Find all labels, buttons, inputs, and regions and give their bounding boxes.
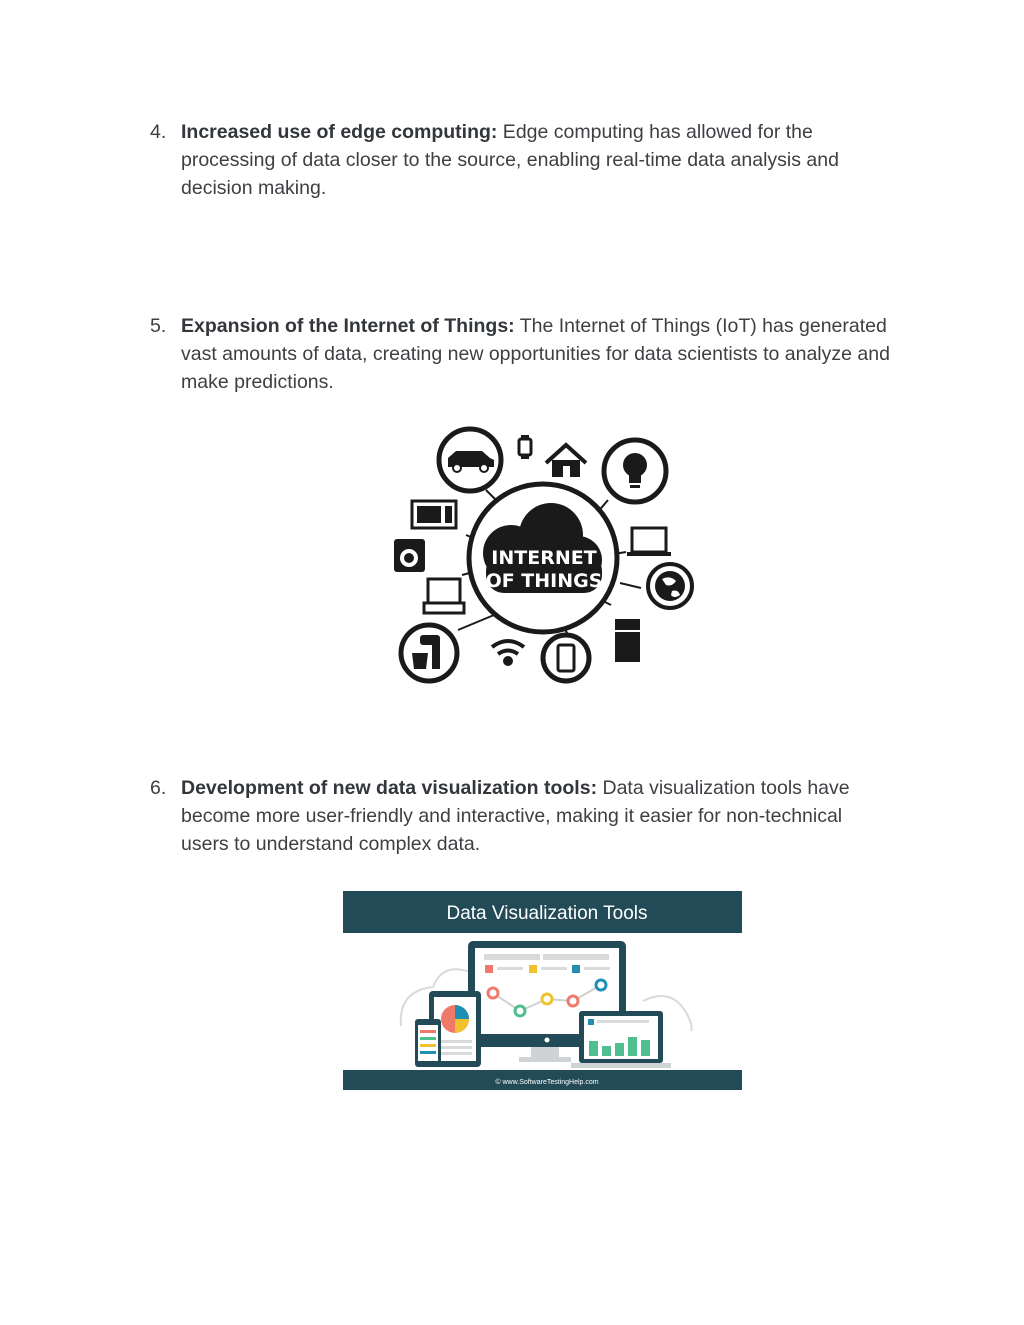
illustration-credit: © www.SoftwareTestingHelp.com	[495, 1078, 598, 1086]
car-icon	[436, 426, 504, 494]
laptop-icon	[627, 526, 671, 556]
illustration-title: Data Visualization Tools	[446, 903, 647, 924]
iot-illustration: INTERNET OF THINGS	[394, 426, 694, 684]
microwave-icon	[410, 499, 458, 530]
cloud-icon	[483, 503, 602, 593]
smartphone-icon	[540, 632, 592, 684]
list-body: The Internet of Things (IoT) has generat…	[181, 315, 890, 393]
laptop-icon	[422, 577, 466, 615]
list-number: 6.	[150, 777, 167, 799]
list-item-5: 5. Expansion of the Internet of Things: …	[150, 312, 890, 396]
data-visualization-illustration: Data Visualization Tools	[343, 891, 742, 1090]
list-item-6: 6. Development of new data visualization…	[150, 774, 890, 858]
list-body: Data visualization tools have become mor…	[181, 777, 850, 855]
iot-label-line2: OF THINGS	[486, 570, 603, 592]
list-number: 4.	[150, 121, 167, 143]
list-number: 5.	[150, 315, 167, 337]
iot-label-line1: INTERNET	[491, 547, 596, 569]
laptop-icon	[571, 1011, 671, 1068]
credit-banner	[343, 1070, 742, 1090]
list-body: Edge computing has allowed for the proce…	[181, 121, 839, 199]
title-banner	[343, 891, 742, 933]
globe-icon	[646, 562, 694, 610]
washing-machine-icon	[394, 539, 425, 572]
list-item-4: 4. Increased use of edge computing: Edge…	[150, 118, 890, 202]
list-heading: Expansion of the Internet of Things:	[181, 315, 515, 337]
refrigerator-icon	[615, 619, 640, 662]
list-heading: Increased use of edge computing:	[181, 121, 498, 143]
wifi-icon	[490, 639, 526, 666]
list-heading: Development of new data visualization to…	[181, 777, 598, 799]
smartwatch-icon	[517, 435, 533, 459]
lightbulb-icon	[601, 437, 669, 505]
home-icon	[544, 442, 588, 477]
smartphone-icon	[415, 1019, 441, 1067]
mixer-icon	[398, 622, 460, 684]
